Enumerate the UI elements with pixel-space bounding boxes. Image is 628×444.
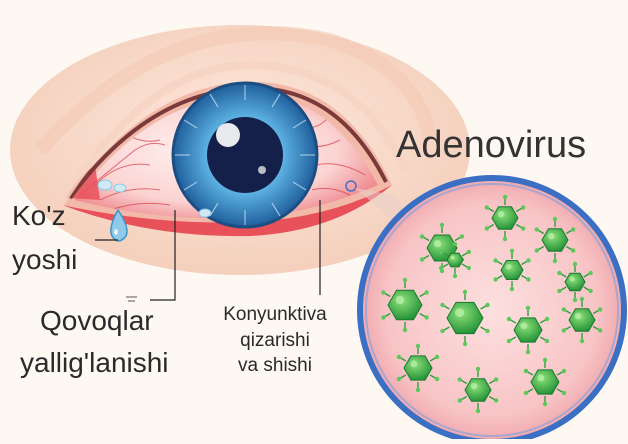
label-conjunctiva-line3: va shishi	[205, 353, 345, 379]
title-adenovirus: Adenovirus	[396, 124, 586, 168]
label-tears-line2: yoshi	[12, 244, 77, 276]
label-conjunctiva-line2: qizarishi	[205, 328, 345, 354]
label-conjunctiva-line1: Konyunktiva	[205, 302, 345, 328]
label-conjunctiva: Konyunktiva qizarishi va shishi	[205, 302, 345, 379]
label-eyelid-line1: Qovoqlar	[40, 305, 154, 337]
label-eyelid-line2: yallig'lanishi	[20, 347, 169, 379]
label-tears-line1: Ko'z	[12, 200, 66, 232]
